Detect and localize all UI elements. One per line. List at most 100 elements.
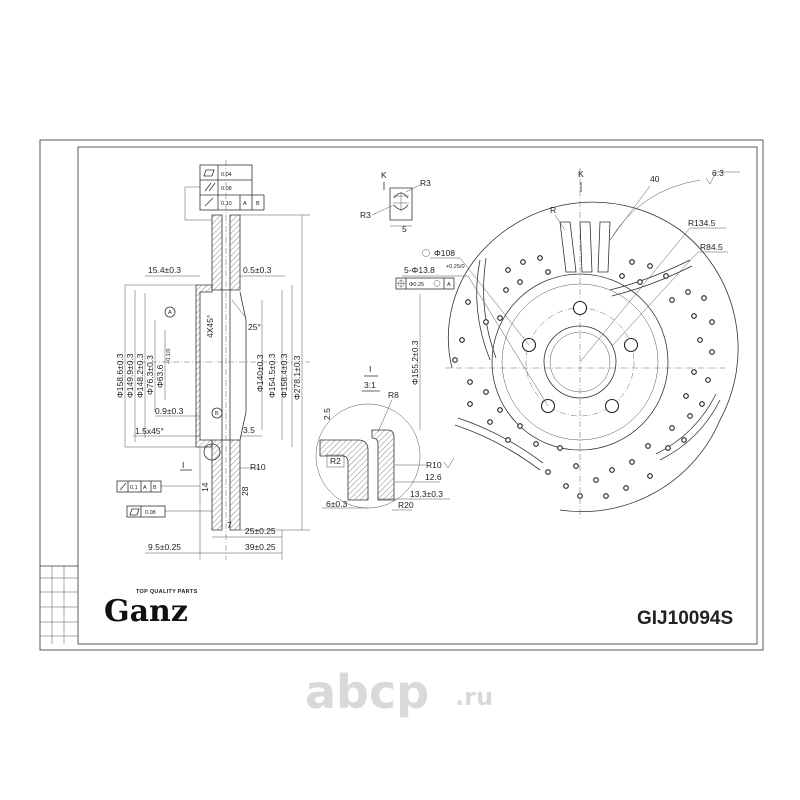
- slot-3: [659, 399, 721, 461]
- section-view: Φ158.6±0.3 Φ149.9±0.3 Φ148.2±0.3 Φ76.3±0…: [115, 160, 310, 560]
- part-number: GIJ10094S: [637, 608, 733, 629]
- front-view-r84-5: R84.5: [700, 242, 723, 252]
- drilled-holes: [452, 255, 715, 499]
- section-ring-upper-outer: [211, 214, 223, 291]
- roughness-icon: [705, 171, 740, 185]
- front-view-r134-5: R134.5: [688, 218, 716, 228]
- phi-108-icon: [422, 249, 430, 257]
- dim-d149-9: Φ149.9±0.3: [125, 353, 135, 398]
- detail-i: I 3:1 2.5 R2 R8 R10 12.6 13.3±0.3 6±0.3 …: [315, 364, 455, 511]
- tol-value-1: 0.04: [221, 172, 232, 178]
- mmc-icon: [433, 280, 441, 287]
- disc-hat-inner: [501, 283, 659, 441]
- detail-i-w126: 12.6: [425, 472, 442, 482]
- front-view-pos-ref: A: [447, 282, 451, 288]
- slot-2: [609, 259, 691, 291]
- detail-k-label: K: [381, 170, 387, 180]
- dim-r10: R10: [250, 462, 266, 472]
- runout-tolerance-box: 0.1 A B: [116, 480, 200, 493]
- front-view-phi108: Φ108: [434, 248, 455, 258]
- datum-a-icon: [164, 306, 176, 318]
- datum-b-label: B: [215, 411, 219, 417]
- tol-value-3: 0.10: [221, 201, 232, 207]
- dim-d148-2: Φ148.2±0.3: [135, 353, 145, 398]
- detail-i-r8: R8: [388, 390, 399, 400]
- brand-logo: Ganz: [104, 594, 188, 629]
- center-bore: [543, 325, 617, 399]
- front-view-pos-tol: Φ0.25: [409, 282, 424, 288]
- flatness-tolerance-box: 0.08: [126, 505, 212, 518]
- front-view: K R 40 6.3 R134.5 R84.5 Φ108 5-Φ13.8 +0.…: [395, 168, 740, 520]
- tol-ref-b: B: [256, 201, 260, 207]
- watermark-suffix: .ru: [455, 683, 493, 711]
- dim-width-25: 25±0.25: [245, 526, 276, 536]
- outer-border: [39, 139, 764, 651]
- detail-k: K R3 R3 5: [360, 170, 431, 234]
- front-view-holes: 5-Φ13.8: [404, 265, 435, 275]
- dim-28: 28: [240, 486, 250, 496]
- diameter-dimensions: [124, 214, 310, 531]
- vane-1: [559, 221, 577, 273]
- dim-chamfer-1-5: 1.5x45°: [135, 426, 164, 436]
- dim-d140: Φ140±0.3: [255, 354, 265, 392]
- detail-i-label: I: [369, 364, 371, 374]
- disc-outer-edge-bottom: [559, 419, 721, 512]
- tolerance-frame: 0.04 0.08 0.10 A B: [184, 164, 265, 221]
- position-tolerance-box: Φ0.25 A: [395, 277, 455, 290]
- dim-gap-3-5: 3.5: [243, 425, 255, 435]
- disc-outer-edge-right: [679, 229, 739, 421]
- dim-d76-3: Φ76.3±0.3: [145, 355, 155, 395]
- hat-section: [195, 284, 213, 448]
- tol-value-2: 0.08: [221, 186, 232, 192]
- detail-i-r20: R20: [398, 500, 414, 510]
- runout-small-icon: [119, 482, 127, 491]
- dim-7: 7: [227, 520, 232, 530]
- disc-outer-edge-top: [484, 201, 681, 249]
- title-block: TOP QUALITY PARTS Ganz GIJ10094S: [104, 589, 733, 629]
- dim-d154-5: Φ154.5±0.3: [267, 353, 277, 398]
- detail-i-t25: 2.5: [322, 408, 332, 420]
- dim-d158-6: Φ158.6±0.3: [115, 353, 125, 398]
- detail-i-r10: R10: [426, 460, 442, 470]
- runout-icon: [204, 197, 214, 207]
- front-view-holes-tol: +0.25/0: [446, 264, 465, 270]
- datum-b-icon: [211, 407, 223, 419]
- section-ring-upper-inner: [229, 214, 241, 291]
- front-view-phi155: Φ155.2±0.3: [410, 340, 420, 385]
- dim-d63-6-tol: +0.1/0: [166, 349, 172, 364]
- dim-width-9-5: 9.5±0.25: [148, 542, 181, 552]
- roughness-check-icon: [443, 457, 455, 469]
- dim-14: 14: [200, 482, 210, 492]
- detail-i-w133: 13.3±0.3: [410, 489, 443, 499]
- detail-i-scale: 3:1: [364, 380, 376, 390]
- detail-k-depth: 5: [402, 224, 407, 234]
- detail-i-hatch-flange: [371, 429, 395, 501]
- detail-i-r2: R2: [330, 456, 341, 466]
- dim-width-15-4: 15.4±0.3: [148, 265, 181, 275]
- slot-4: [454, 424, 541, 471]
- flatness-icon: [203, 169, 215, 177]
- detail-i-w6: 6±0.3: [326, 499, 347, 509]
- watermark-main: abcp: [305, 665, 429, 719]
- vane-3: [597, 221, 611, 273]
- dim-width-39: 39±0.25: [245, 542, 276, 552]
- drawing-frame: [39, 139, 764, 651]
- tol-ref-a: A: [243, 201, 247, 207]
- dim-d278-1: Φ278.1±0.3: [292, 355, 302, 400]
- front-view-angle-40: 40: [650, 174, 660, 184]
- dim-d158-4: Φ158.4±0.3: [279, 353, 289, 398]
- bolt-hole-3: [604, 398, 620, 414]
- bolt-hole-1: [572, 300, 588, 316]
- side-title-block: [40, 565, 78, 644]
- dim-angle-25: 25°: [248, 322, 261, 332]
- section-mark-i: I: [182, 460, 184, 470]
- parallelism-icon: [204, 182, 216, 192]
- detail-k-r3b: R3: [360, 210, 371, 220]
- inner-border: [77, 146, 758, 645]
- tol-0-1: 0.1: [130, 485, 138, 491]
- section-ring-lower-inner: [229, 439, 241, 531]
- vane-2: [579, 221, 593, 273]
- flatness-small-icon: [129, 508, 140, 516]
